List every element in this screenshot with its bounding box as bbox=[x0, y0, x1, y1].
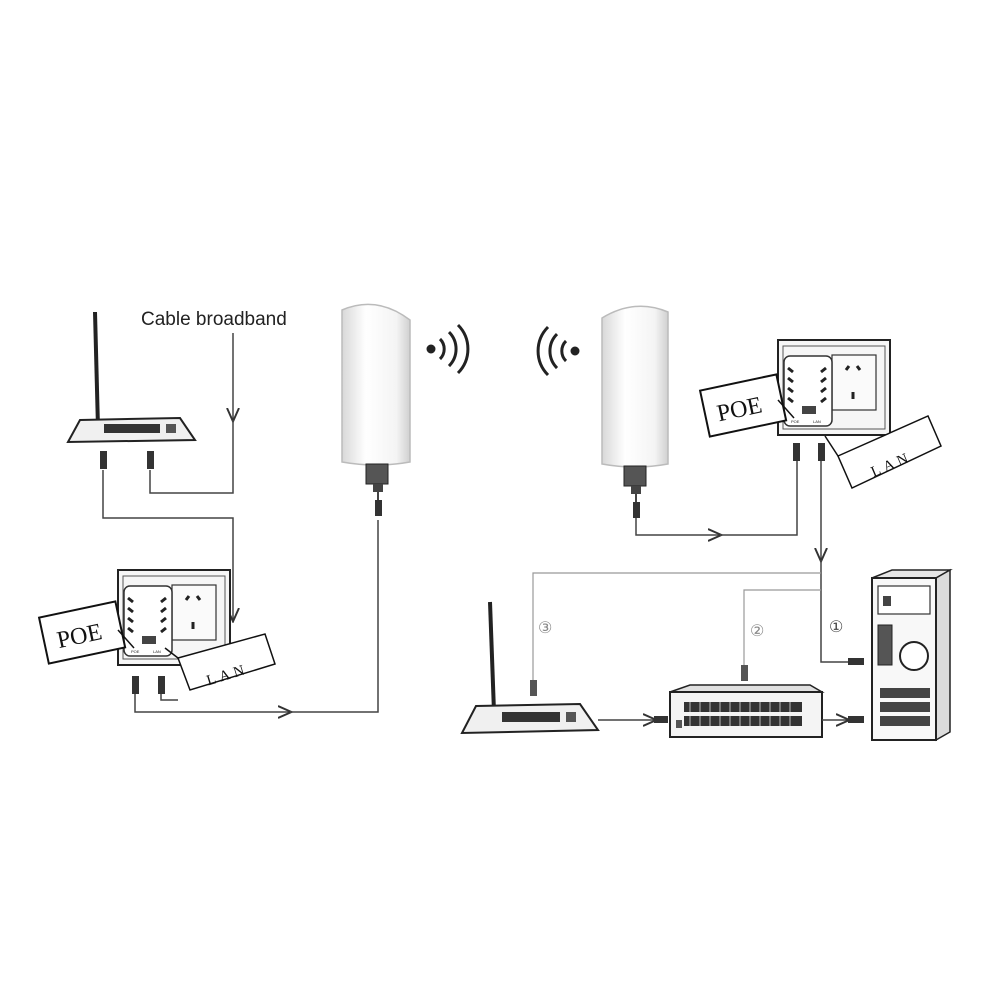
poe-injector bbox=[123, 585, 173, 657]
router-antenna bbox=[93, 311, 100, 429]
poe-injector bbox=[783, 355, 833, 427]
option-1-line bbox=[820, 560, 848, 663]
cpe-body bbox=[341, 303, 411, 466]
router-left-plugs bbox=[100, 451, 154, 469]
poe-port-label: POE bbox=[131, 649, 140, 654]
option-2-marker: ② bbox=[750, 623, 764, 640]
router-antenna bbox=[488, 601, 496, 713]
lan-port-label: LAN bbox=[813, 419, 821, 424]
router-to-poe-line bbox=[102, 470, 233, 620]
router-right bbox=[460, 601, 600, 735]
option-2-line bbox=[743, 589, 821, 665]
poe-port-label: POE bbox=[791, 419, 800, 424]
cpe-left bbox=[341, 303, 411, 516]
poe-tag-left: POE bbox=[37, 600, 135, 665]
network-switch bbox=[669, 684, 825, 738]
cpe-connector bbox=[623, 465, 647, 487]
lan-port-label: LAN bbox=[153, 649, 161, 654]
option-3-marker: ③ bbox=[538, 620, 552, 637]
router-ports bbox=[104, 424, 160, 433]
option-3-line bbox=[532, 572, 821, 680]
poe-to-cpe-line bbox=[134, 694, 290, 712]
cpe-right bbox=[601, 305, 669, 518]
router-left bbox=[66, 311, 197, 444]
cpe-to-poe-line bbox=[635, 518, 720, 535]
desktop-tower bbox=[871, 568, 953, 742]
power-outlet bbox=[171, 584, 217, 641]
power-outlet bbox=[831, 354, 877, 411]
cpe-connector bbox=[365, 463, 389, 485]
option-1-marker: ① bbox=[829, 619, 843, 636]
router-port-wan bbox=[166, 424, 176, 433]
wifi-signal-icon-right bbox=[426, 323, 470, 375]
poe-left-plugs bbox=[132, 676, 165, 694]
broadband-to-router bbox=[149, 420, 234, 494]
poe-right-plugs bbox=[793, 443, 825, 461]
poe-tag-right: POE bbox=[698, 373, 795, 438]
poe-adapter-right: POE LAN bbox=[777, 339, 891, 436]
cpe-body bbox=[601, 305, 669, 468]
wifi-signal-icon-left bbox=[536, 325, 580, 377]
cable-broadband-label: Cable broadband bbox=[141, 309, 287, 330]
